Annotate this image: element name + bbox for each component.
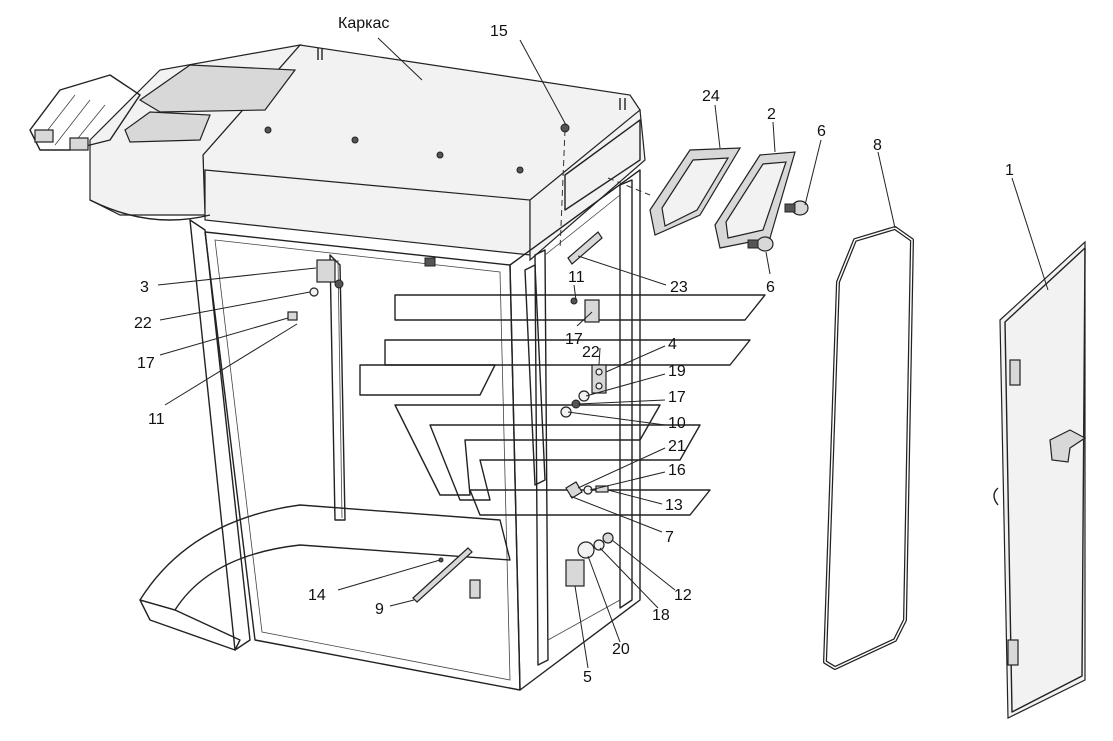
- callout-10: 10: [668, 415, 686, 432]
- part-8-door-seal: [823, 226, 914, 670]
- callout-17b: 17: [565, 331, 583, 348]
- leader-lines: [157, 37, 1049, 669]
- callout-22a: 22: [134, 315, 152, 332]
- callout-6b: 6: [766, 279, 775, 296]
- callout-23: 23: [670, 279, 688, 296]
- part-24-window-seal: [649, 147, 742, 236]
- callout-13: 13: [665, 497, 683, 514]
- hardware-parts: [287, 231, 614, 603]
- callout-16: 16: [668, 462, 686, 479]
- callout-18: 18: [652, 607, 670, 624]
- callout-19: 19: [668, 363, 686, 380]
- callout-12: 12: [674, 587, 692, 604]
- part-2-window-glass: [714, 151, 796, 249]
- callout-1: 1: [1005, 162, 1014, 179]
- callout-9: 9: [375, 601, 384, 618]
- callout-20: 20: [612, 641, 630, 658]
- callout-7: 7: [665, 529, 674, 546]
- callout-17a: 17: [137, 355, 155, 372]
- cab-frame: [29, 44, 646, 691]
- alignment-lines: [559, 129, 651, 251]
- callout-labels: Каркас 15 24 2 6 6 8 1 3 22 17 11 11 23 …: [134, 15, 1014, 686]
- part-1-door: [993, 240, 1087, 719]
- callout-3: 3: [140, 279, 149, 296]
- callout-4: 4: [668, 336, 677, 353]
- callout-21: 21: [668, 438, 686, 455]
- callout-14: 14: [308, 587, 326, 604]
- part-6-knobs: [747, 200, 809, 252]
- callout-24: 24: [702, 88, 720, 105]
- callout-6a: 6: [817, 123, 826, 140]
- frame-label: Каркас: [338, 15, 389, 32]
- callout-5: 5: [583, 669, 592, 686]
- callout-15: 15: [490, 23, 508, 40]
- callout-8: 8: [873, 137, 882, 154]
- callout-11a: 11: [148, 411, 165, 428]
- callout-2: 2: [767, 106, 776, 123]
- assembly-direction-arrow: [359, 294, 766, 516]
- callout-22b: 22: [582, 344, 600, 361]
- callout-17c: 17: [668, 389, 686, 406]
- callout-11b: 11: [568, 269, 585, 286]
